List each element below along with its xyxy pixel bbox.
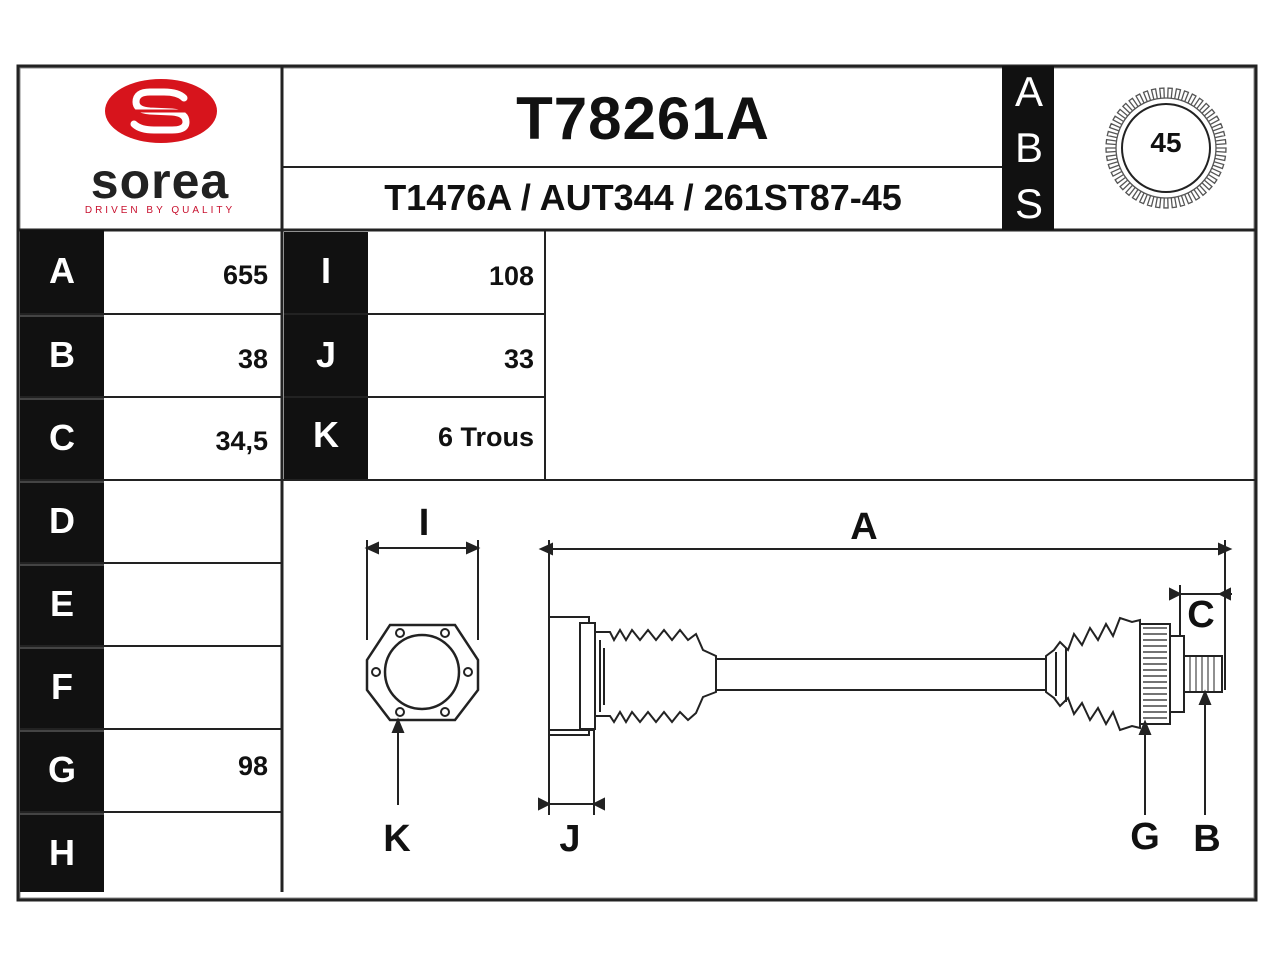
sorea-s-logo-icon <box>105 79 217 143</box>
spec-label-c: C <box>49 417 75 458</box>
spec-value-a: 655 <box>222 260 268 290</box>
cross-references: T1476A / AUT344 / 261ST87-45 <box>384 177 902 218</box>
diagram-label-i: I <box>418 502 430 544</box>
spec-label-g: G <box>47 749 76 790</box>
diagram-label-a: A <box>850 506 878 548</box>
abs-column <box>1002 66 1054 230</box>
brand-tagline: DRIVEN BY QUALITY <box>84 205 236 216</box>
spec-value-i: 108 <box>488 261 534 291</box>
spec-value-k: 6 Trous <box>437 422 534 452</box>
spec-label-f: F <box>51 666 73 707</box>
diagram-label-g: G <box>1130 816 1160 858</box>
diagram-label-b: B <box>1193 818 1221 860</box>
diagram-label-j: J <box>559 818 581 860</box>
spec-label-k: K <box>313 414 339 455</box>
spec-value-c: 34,5 <box>215 426 268 456</box>
abs-letter-a: A <box>1014 68 1043 115</box>
brand-name: sorea <box>90 153 230 209</box>
spec-label-b: B <box>49 334 75 375</box>
diagram-label-k: K <box>383 818 411 860</box>
drive-shaft-diagram <box>364 540 1233 815</box>
spec-label-d: D <box>49 500 75 541</box>
diagram-label-c: C <box>1187 594 1215 636</box>
part-number: T78261A <box>516 85 770 152</box>
abs-letter-b: B <box>1014 124 1043 171</box>
spec-label-e: E <box>49 583 74 624</box>
abs-teeth-count: 45 <box>1150 127 1182 158</box>
spec-value-b: 38 <box>237 344 268 374</box>
spec-label-h: H <box>49 832 75 873</box>
abs-letter-s: S <box>1014 180 1043 227</box>
abs-ring-teeth <box>1105 87 1227 209</box>
spec-value-j: 33 <box>503 344 534 374</box>
spec-value-g: 98 <box>237 751 268 781</box>
abs-tone-ring-icon <box>1105 87 1227 209</box>
spec-label-i: I <box>320 250 331 291</box>
spec-label-j: J <box>315 334 337 375</box>
spec-label-a: A <box>49 250 75 291</box>
